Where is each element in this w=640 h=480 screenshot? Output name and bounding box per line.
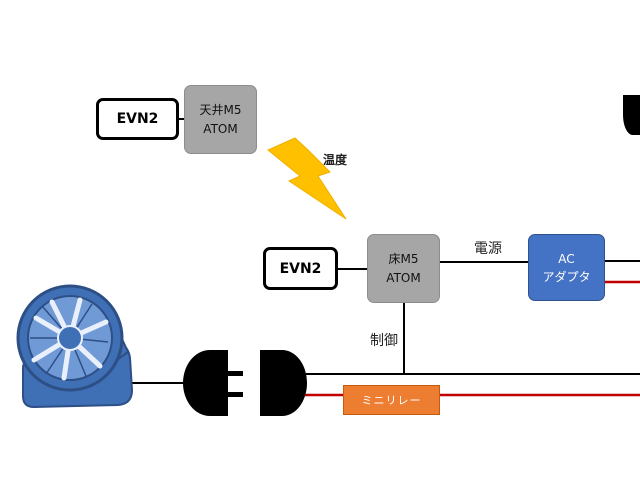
desk-fan-icon (16, 284, 134, 409)
evn2-top-box: EVN2 (96, 98, 179, 140)
evn2-mid-label: EVN2 (279, 260, 322, 277)
plug-prong-bottom (228, 392, 243, 397)
evn2-mid-box: EVN2 (263, 247, 338, 290)
mini-relay-label: ミニリレー (361, 394, 422, 407)
ceiling-atom-line2: ATOM (203, 121, 238, 136)
ceiling-atom-box: 天井M5 ATOM (184, 85, 257, 154)
power-socket-icon (260, 350, 307, 416)
ac-adapter-box: AC アダプタ (528, 234, 605, 301)
control-label: 制御 (370, 333, 398, 349)
mini-relay-box: ミニリレー (343, 385, 440, 415)
power-plug-icon (183, 350, 228, 416)
temperature-label: 温度 (323, 153, 348, 167)
floor-atom-box: 床M5 ATOM (367, 234, 440, 303)
ceiling-atom-line1: 天井M5 (199, 102, 242, 117)
plug-prong-top (228, 371, 243, 376)
power-label: 電源 (474, 241, 502, 257)
ac-adapter-line2: アダプタ (542, 269, 591, 284)
lightning-bolt-icon (267, 137, 347, 220)
evn2-top-label: EVN2 (116, 111, 159, 127)
floor-atom-line2: ATOM (386, 270, 421, 285)
ac-adapter-line1: AC (558, 251, 575, 266)
floor-atom-line1: 床M5 (388, 251, 419, 266)
top-right-shape (622, 95, 640, 135)
